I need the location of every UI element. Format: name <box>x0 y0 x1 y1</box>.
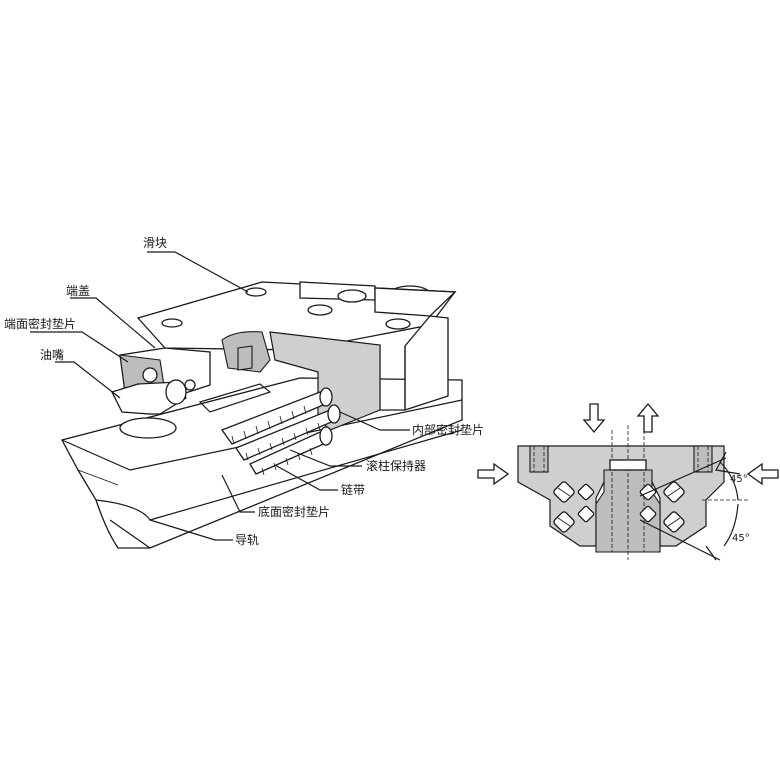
slider-block-shape <box>136 281 457 411</box>
label-rail: 导轨 <box>235 533 259 547</box>
guide-3d-illustration <box>61 281 463 549</box>
angle-label-upper: 45° <box>730 474 748 485</box>
label-bottom-seal: 底面密封垫片 <box>258 504 330 519</box>
grease-nipple-shape <box>111 379 187 415</box>
arrow-right-icon <box>477 462 510 486</box>
part-labels: 滑块 端盖 端面密封垫片 油嘴 内部密封垫片 滚柱保持器 链带 底面密封垫片 导… <box>4 236 484 547</box>
leader-lines <box>30 251 410 541</box>
label-end-cap: 端盖 <box>66 284 90 298</box>
arrow-left-icon <box>746 462 779 486</box>
label-chain-belt: 链带 <box>341 482 365 497</box>
cutaway-interior <box>221 331 381 431</box>
load-arrows <box>477 402 779 486</box>
arrow-up-icon <box>636 402 660 433</box>
cross-section-view: 45° 45° <box>477 402 779 561</box>
angle-indicators <box>639 451 748 561</box>
label-slider: 滑块 <box>143 236 167 250</box>
label-inner-seal: 内部密封垫片 <box>412 422 484 437</box>
label-grease-nipple: 油嘴 <box>40 348 64 362</box>
roller-chain-group <box>198 383 341 476</box>
angle-label-lower: 45° <box>732 533 750 544</box>
arrow-down-icon <box>582 403 606 434</box>
label-roller-retainer: 滚柱保持器 <box>366 458 426 473</box>
label-end-seal: 端面密封垫片 <box>4 316 76 331</box>
